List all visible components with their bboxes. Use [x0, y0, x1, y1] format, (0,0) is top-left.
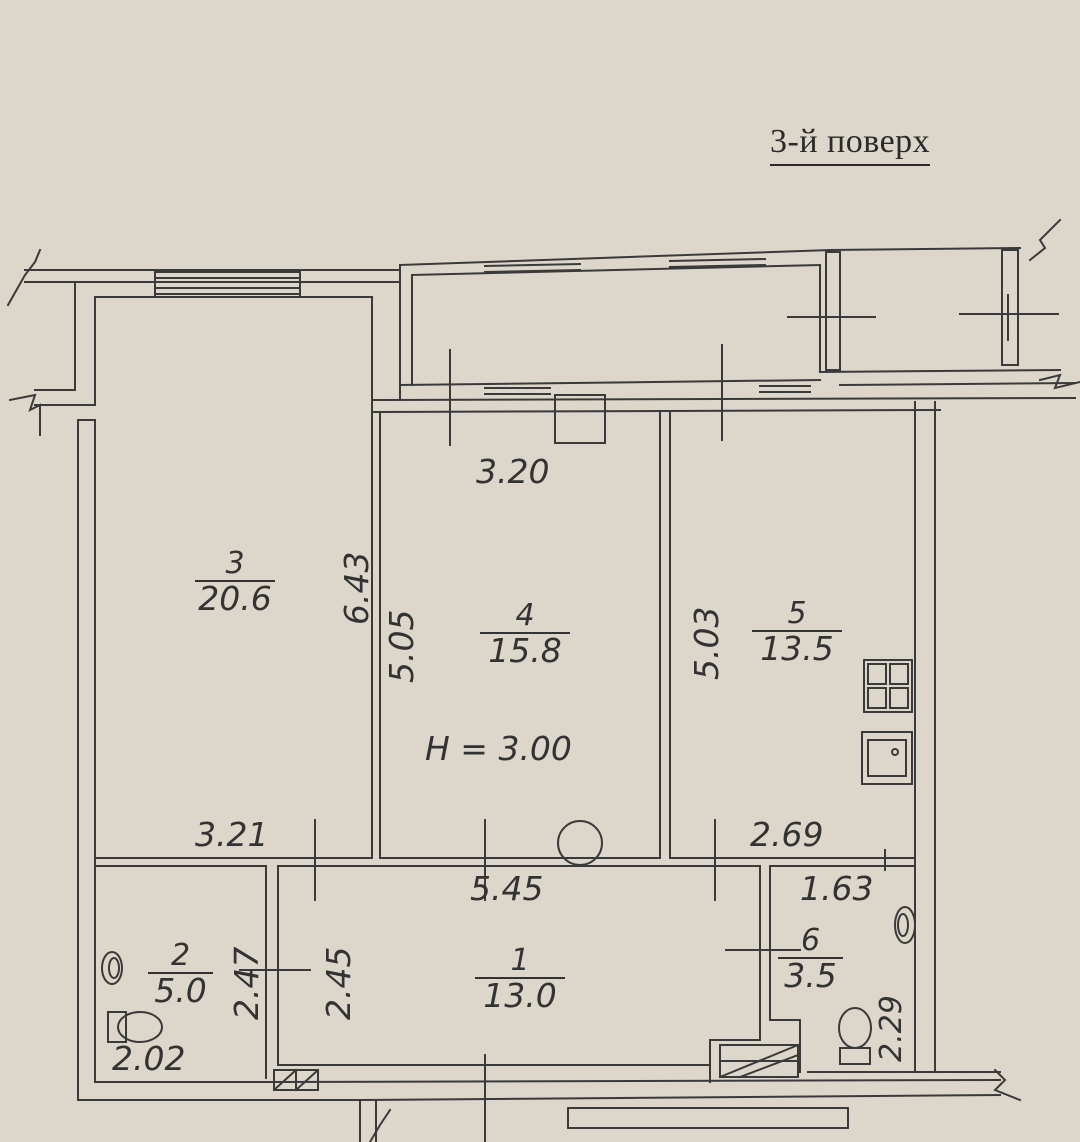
room-number: 4 [480, 600, 570, 634]
room-area: 3.5 [784, 955, 837, 995]
toilet-icon-room6 [839, 1008, 871, 1064]
dimension-room5-length: 5.03 [687, 606, 726, 680]
balcony [372, 248, 1075, 412]
dimension-room6-width: 1.63 [800, 869, 874, 908]
room-number: 3 [195, 548, 275, 582]
room-number: 6 [778, 925, 843, 959]
room-4-label: 4 15.8 [480, 600, 570, 668]
dimension-hall-length: 2.45 [319, 946, 358, 1020]
toilet-icon-room2 [108, 1012, 162, 1042]
room-number: 2 [148, 940, 213, 974]
door-marks [240, 345, 885, 1142]
dimension-hall-width: 5.45 [470, 869, 544, 908]
floor-drain-circle [558, 821, 602, 865]
room-2-label: 2 5.0 [148, 940, 213, 1008]
room-area: 15.8 [488, 630, 562, 670]
floor-title: 3-й поверх [770, 122, 931, 166]
sink-icon [862, 732, 912, 784]
dimension-room3-length: 6.43 [337, 551, 376, 625]
room-area: 20.6 [198, 578, 272, 618]
room-area: 13.0 [483, 975, 557, 1015]
room-3-label: 3 20.6 [195, 548, 275, 616]
windows [155, 259, 810, 443]
dimension-room6-length: 2.29 [874, 995, 909, 1062]
ventilation-shafts [274, 1045, 798, 1090]
room-6-label: 6 3.5 [778, 925, 843, 993]
room-5-label: 5 13.5 [752, 598, 842, 666]
dimension-room3-width: 3.21 [195, 815, 269, 854]
room-area: 13.5 [760, 628, 834, 668]
room-area: 5.0 [154, 970, 207, 1010]
interior-walls [95, 297, 915, 1082]
stove-icon [864, 660, 912, 712]
dimension-room4-length: 5.05 [382, 609, 421, 683]
outer-walls [25, 270, 1000, 1142]
break-lines [8, 220, 1080, 1142]
washbasin-icon-room2 [102, 952, 122, 984]
room-number: 5 [752, 598, 842, 632]
dimension-room2-length: 2.47 [227, 946, 266, 1020]
washbasin-icon-room6 [895, 907, 915, 943]
room-number: 1 [475, 945, 565, 979]
ceiling-height-label: H = 3.00 [425, 729, 572, 768]
dimension-room2-width: 2.02 [112, 1039, 186, 1078]
dimension-room4-width: 3.20 [476, 452, 550, 491]
dimension-room5-width: 2.69 [750, 815, 824, 854]
room-1-label: 1 13.0 [475, 945, 565, 1013]
